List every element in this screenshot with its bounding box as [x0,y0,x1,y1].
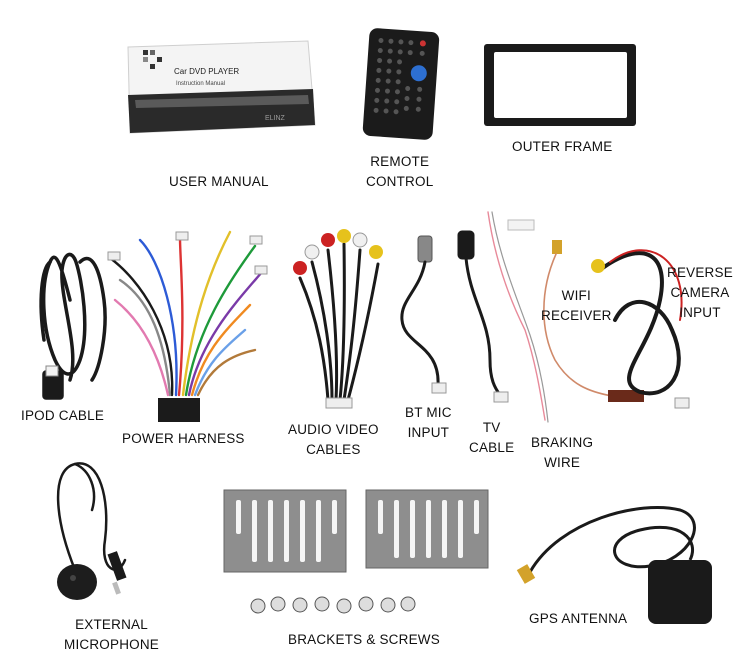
manual-subtitle-text: Instruction Manual [176,81,225,87]
label-brackets-screws: BRACKETS & SCREWS [288,632,440,647]
tv-cable-image [457,230,509,403]
reverse-camera-input-image [591,249,690,409]
outer-frame-image [484,44,636,126]
manual-brand-text: ELINZ [265,115,286,122]
label-outer-frame: OUTER FRAME [512,139,613,154]
external-microphone-image [56,462,127,600]
user-manual-image: Car DVD PLAYER Instruction Manual ELINZ [127,40,316,134]
gps-antenna-image [516,506,712,624]
screws-image [250,596,416,614]
label-ipod-cable: IPOD CABLE [21,408,105,423]
bt-mic-input-image [400,235,447,394]
manual-title-text: Car DVD PLAYER [174,67,239,76]
label-user-manual: USER MANUAL [169,174,269,189]
power-harness-image [107,230,268,422]
brackets-image [223,489,489,573]
wifi-receiver-image [543,240,644,402]
ipod-cable-image [39,252,107,400]
label-gps-antenna: GPS ANTENNA [529,611,628,626]
label-power-harness: POWER HARNESS [122,431,245,446]
braking-wire-image [487,211,549,423]
audio-video-cables-image [293,229,383,409]
remote-control-image [362,28,440,140]
